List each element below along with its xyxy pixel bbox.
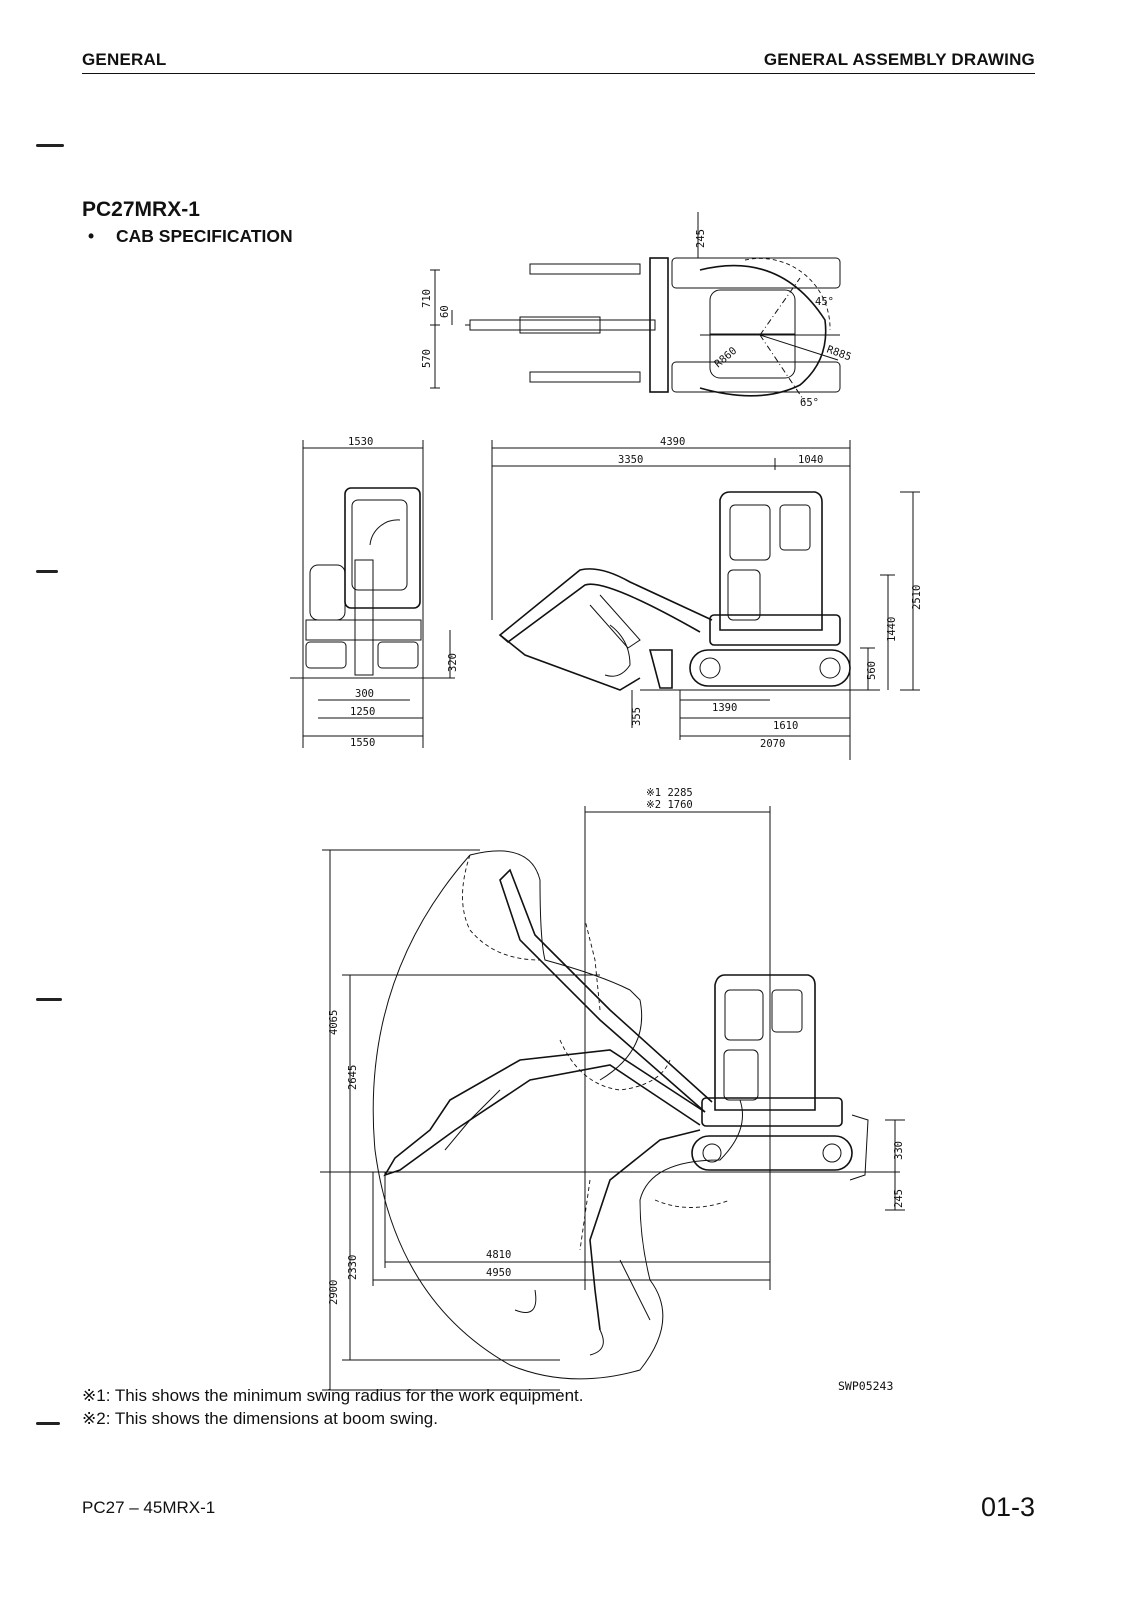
side-view: 4390 3350 1040 1390 1610 2070 [491, 436, 923, 760]
dim-top-45deg: 45° [815, 296, 834, 308]
header-section-title: GENERAL [82, 50, 167, 69]
dim-front-320: 320 [447, 653, 459, 672]
dim-side-2510: 2510 [911, 585, 923, 610]
dim-top-710: 710 [421, 289, 433, 308]
dim-top-570: 570 [421, 349, 433, 368]
dim-top-r860: R860 [712, 345, 739, 370]
dim-side-3350: 3350 [618, 454, 643, 466]
footnotes: ※1: This shows the minimum swing radius … [82, 1384, 583, 1430]
dim-top-r885: R885 [825, 344, 853, 364]
footnote-2: ※2: This shows the dimensions at boom sw… [82, 1409, 438, 1428]
model-title: PC27MRX-1 [82, 198, 200, 221]
dim-front-1530: 1530 [348, 436, 373, 448]
binding-mark [36, 144, 64, 147]
footnote-1: ※1: This shows the minimum swing radius … [82, 1386, 584, 1405]
note2-dim-label: ※2 1760 [646, 799, 693, 811]
dim-range-2900: 2900 [328, 1280, 340, 1305]
dim-range-2645: 2645 [347, 1065, 359, 1090]
dim-side-1390: 1390 [712, 702, 737, 714]
dim-top-65deg: 65° [800, 397, 819, 409]
header-rule [82, 73, 1035, 74]
dim-side-560: 560 [866, 661, 878, 680]
top-view: 245 710 60 570 R860 R885 45° 65° [421, 212, 853, 409]
figure-code: SWP05243 [838, 1379, 893, 1393]
working-range-view: ※1 2285 ※2 1760 [320, 787, 905, 1391]
footer-page-number: 01-3 [980, 1492, 1035, 1522]
dim-range-4950: 4950 [486, 1267, 511, 1279]
footer-model-range: PC27 – 45MRX-1 [82, 1498, 216, 1517]
dim-range-4810: 4810 [486, 1249, 511, 1261]
dim-side-1610: 1610 [773, 720, 798, 732]
dim-range-4065: 4065 [328, 1010, 340, 1035]
dim-front-1550: 1550 [350, 737, 375, 749]
dim-range-245: 245 [893, 1189, 905, 1208]
dim-range-2330: 2330 [347, 1255, 359, 1280]
dim-side-355: 355 [631, 707, 643, 726]
dim-side-4390: 4390 [660, 436, 685, 448]
dim-front-1250: 1250 [350, 706, 375, 718]
header-document-title: GENERAL ASSEMBLY DRAWING [763, 50, 1035, 69]
dim-top-60: 60 [439, 305, 451, 318]
dim-range-330: 330 [893, 1141, 905, 1160]
dim-top-245: 245 [695, 229, 707, 248]
section-bullet-label: CAB SPECIFICATION [116, 226, 293, 246]
dim-side-1040: 1040 [798, 454, 823, 466]
note1-dim-label: ※1 2285 [646, 787, 693, 799]
binding-mark [36, 1422, 60, 1425]
binding-mark [36, 570, 58, 573]
dim-side-1440: 1440 [886, 617, 898, 642]
dim-side-2070: 2070 [760, 738, 785, 750]
dim-front-300: 300 [355, 688, 374, 700]
binding-mark [36, 998, 62, 1001]
section-bullet: •CAB SPECIFICATION [88, 226, 293, 246]
front-view: 1530 320 300 1250 1550 [290, 436, 459, 749]
